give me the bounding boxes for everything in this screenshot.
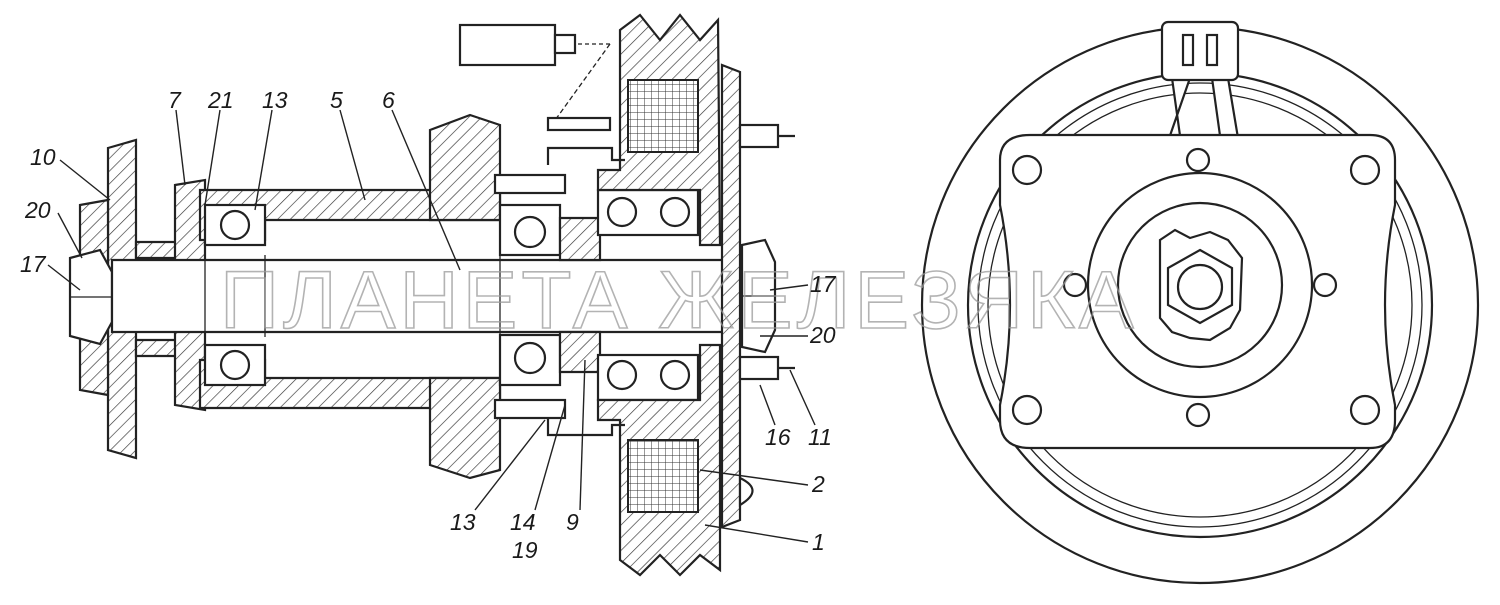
- hub-outer: [1086, 171, 1314, 399]
- label-20a: 20: [24, 197, 51, 223]
- leader-5: [339, 109, 366, 201]
- label-9: 9: [566, 509, 579, 535]
- rivet-head: [738, 476, 754, 507]
- connector-pin: [553, 33, 577, 55]
- hub-hole-bottom: [1185, 402, 1211, 428]
- clutch-bearing-ball-4: [659, 359, 691, 391]
- leader-7: [175, 109, 186, 186]
- label-11: 11: [808, 424, 832, 450]
- corner-hole-br: [1349, 394, 1381, 426]
- leader-10: [59, 159, 111, 201]
- flange-bolt-top: [493, 173, 567, 195]
- label-20b: 20: [809, 322, 836, 348]
- shaft-end: [1176, 263, 1224, 311]
- pulley-groove-3: [987, 92, 1413, 518]
- label-7: 7: [168, 87, 182, 113]
- left-bearing-ball-top: [219, 209, 251, 241]
- right-bearing-ball-bottom: [513, 341, 547, 375]
- hub-hole-right: [1312, 272, 1338, 298]
- flange-bolt-bottom: [493, 398, 567, 420]
- corner-hole-tr: [1349, 154, 1381, 186]
- connector-housing-front: [1160, 20, 1240, 82]
- label-21: 21: [207, 87, 234, 113]
- center-nut: [1166, 248, 1234, 325]
- connector-pin-1: [1181, 33, 1195, 67]
- connector-plug: [458, 23, 557, 67]
- front-view: [920, 20, 1480, 585]
- leader-20a: [57, 212, 83, 259]
- leader-13a: [254, 109, 273, 211]
- connector-pin-2: [1205, 33, 1219, 67]
- label-17a: 17: [20, 251, 47, 277]
- label-10: 10: [30, 144, 56, 170]
- armature-bolt-bottom: [738, 355, 780, 381]
- label-13b: 13: [450, 509, 476, 535]
- corner-hole-tl: [1011, 154, 1043, 186]
- armature-disc: [720, 63, 742, 529]
- coil-carrier-top: [546, 146, 625, 165]
- watermark-text: ПЛАНЕТА ЖЕЛЕЗЯКА: [220, 255, 1138, 346]
- hub-hole-top: [1185, 147, 1211, 173]
- left-bearing-ball-bottom: [219, 349, 251, 381]
- leader-lines: [47, 109, 816, 543]
- clutch-bearing-bottom: [596, 353, 700, 402]
- label-16: 16: [765, 424, 791, 450]
- leader-13b: [474, 419, 546, 511]
- clutch-bearing-top: [596, 188, 700, 237]
- coil-top: [627, 79, 699, 153]
- housing-flange-top: [428, 113, 502, 222]
- pulley-groove-2: [977, 82, 1423, 528]
- callouts: 10 20 17 7 21 13 5 6 17 20 16 11 2 1 13 …: [20, 87, 837, 563]
- terminal-lead: [546, 116, 612, 132]
- label-14: 14: [510, 509, 536, 535]
- leader-21: [204, 109, 221, 206]
- label-6: 6: [382, 87, 395, 113]
- label-17b: 17: [810, 271, 837, 297]
- leader-9: [579, 359, 586, 511]
- label-13a: 13: [262, 87, 288, 113]
- coil-bottom: [627, 439, 699, 513]
- label-1: 1: [812, 529, 825, 555]
- leader-14: [534, 404, 566, 511]
- leader-6: [391, 109, 461, 271]
- clutch-hub-top: [558, 216, 602, 262]
- sectional-view: [68, 13, 795, 577]
- right-bearing-ball-top: [513, 215, 547, 249]
- corner-hole-bl: [1011, 394, 1043, 426]
- label-5: 5: [330, 87, 343, 113]
- leader-17b: [769, 284, 809, 291]
- leader-1: [704, 524, 809, 543]
- label-19: 19: [512, 537, 538, 563]
- hub-inner: [1116, 201, 1284, 369]
- coil-carrier-bottom: [546, 418, 625, 437]
- hub-hole-left: [1062, 272, 1088, 298]
- label-2: 2: [811, 471, 825, 497]
- clutch-bearing-ball-2: [659, 196, 691, 228]
- leader-17a: [47, 264, 81, 291]
- leader-2: [699, 469, 809, 486]
- leader-11: [789, 369, 816, 426]
- armature-bolt-top: [738, 123, 780, 149]
- housing-flange-bottom: [428, 376, 502, 480]
- clutch-bearing-ball-1: [606, 196, 638, 228]
- clutch-bearing-ball-3: [606, 359, 638, 391]
- leader-16: [759, 384, 776, 426]
